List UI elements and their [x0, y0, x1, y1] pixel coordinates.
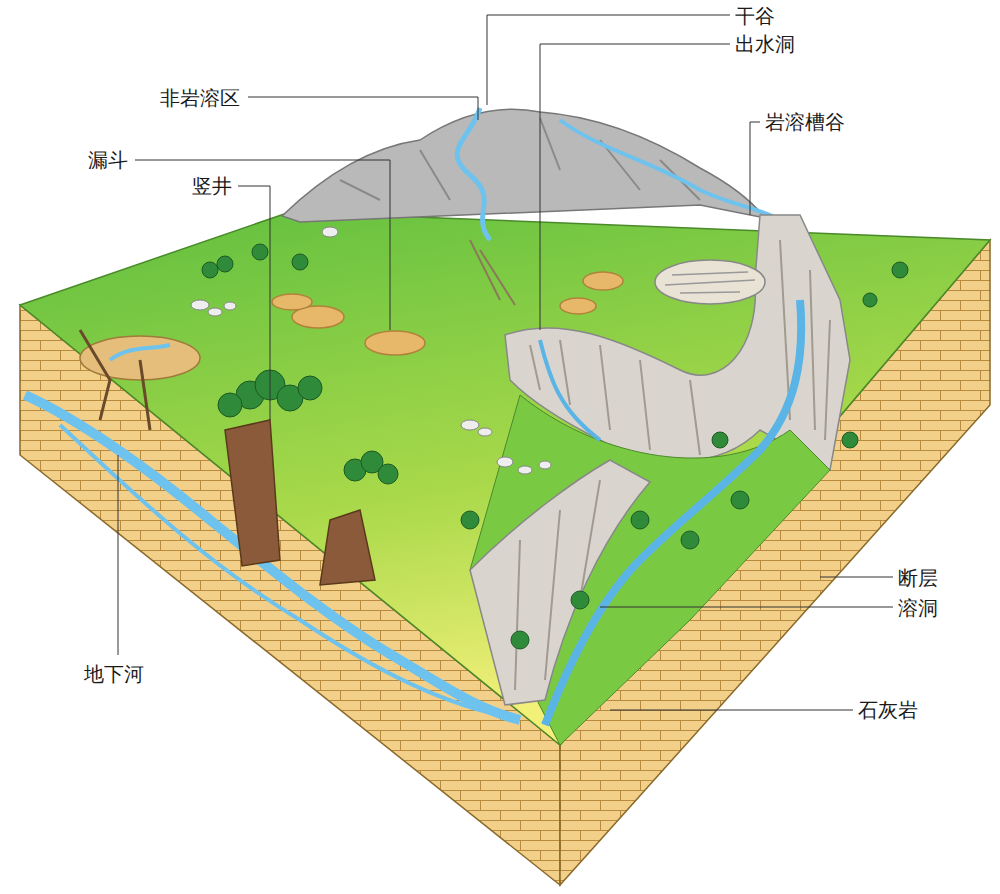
callout-label: 非岩溶区 [160, 86, 240, 110]
callout-label: 石灰岩 [858, 698, 918, 722]
callout-label: 地下河 [84, 662, 144, 686]
callout-label: 干谷 [735, 4, 775, 28]
callout-label: 竖井 [192, 174, 232, 198]
callout-label: 断层 [898, 566, 938, 590]
callout-label: 出水洞 [735, 32, 795, 56]
callout-label: 漏斗 [88, 148, 128, 172]
callout-label: 岩溶槽谷 [765, 110, 845, 134]
callout-label: 溶洞 [898, 596, 938, 620]
